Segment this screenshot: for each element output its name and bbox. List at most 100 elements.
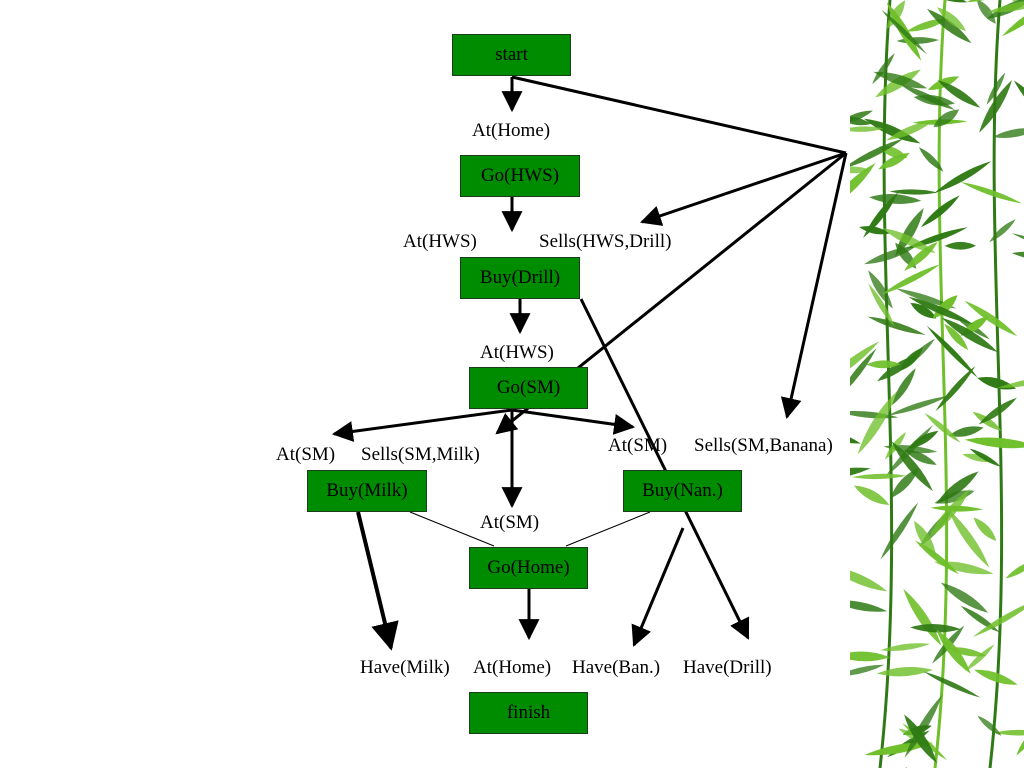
- bamboo-leaf: [876, 667, 933, 677]
- bamboo-decoration: [850, 0, 1024, 768]
- edge-start-to-hub: [511, 75, 847, 155]
- bamboo-leaf: [937, 80, 981, 108]
- edge-buymilk-to-havemilk: [356, 511, 399, 651]
- bamboo-leaf: [918, 147, 944, 172]
- bamboo-leaf: [933, 561, 994, 575]
- bamboo-leaf: [891, 441, 933, 492]
- bamboo-leaf: [976, 0, 996, 24]
- bamboo-leaf: [850, 565, 888, 592]
- bamboo-leaf: [850, 467, 871, 480]
- bamboo-leaf: [923, 671, 981, 698]
- bamboo-leaf: [889, 189, 938, 195]
- label-have-ban: Have(Ban.): [572, 657, 661, 678]
- edge-buydrill-to-havedrill: [579, 298, 750, 640]
- bamboo-leaf: [850, 664, 885, 677]
- bamboo-leaf: [881, 264, 941, 295]
- edge-hub-to-sells-sm-banana: [780, 152, 848, 420]
- bamboo-leaf: [940, 582, 989, 613]
- label-at-sm-1: At(SM): [276, 444, 336, 465]
- bamboo-leaf: [914, 520, 937, 557]
- bamboo-leaf: [969, 448, 1001, 467]
- bamboo-leaf: [904, 714, 937, 764]
- bamboo-leaf: [886, 120, 934, 141]
- bamboo-leaf: [869, 193, 922, 204]
- bamboo-leaf: [853, 485, 890, 505]
- bamboo-leaf: [850, 600, 888, 612]
- bamboo-leaf: [850, 348, 877, 399]
- bamboo-leaf: [880, 643, 931, 651]
- bamboo-leaf: [868, 283, 895, 328]
- node-finish: finish: [469, 692, 588, 734]
- bamboo-leaf: [997, 376, 1024, 388]
- bamboo-leaf: [887, 395, 949, 416]
- label-have-drill: Have(Drill): [683, 657, 772, 678]
- bamboo-leaf: [989, 219, 1016, 243]
- bamboo-leaf: [979, 79, 1013, 133]
- bamboo-leaf: [1014, 80, 1024, 119]
- bamboo-leaf: [941, 317, 998, 353]
- edge-buynan-to-gohome: [565, 511, 651, 547]
- label-at-home-2: At(Home): [473, 657, 552, 678]
- bamboo-leaf: [949, 426, 984, 437]
- bamboo-leaf: [945, 647, 987, 657]
- bamboo-leaf: [904, 241, 938, 271]
- bamboo-leaf: [948, 509, 990, 568]
- bamboo-leaf: [964, 300, 1018, 337]
- bamboo-leaf: [873, 71, 928, 89]
- bamboo-leaf: [930, 505, 983, 512]
- bamboo-leaf: [974, 669, 1018, 685]
- bamboo-leaf: [1005, 559, 1024, 579]
- bamboo-leaf: [973, 517, 997, 542]
- bamboo-leaf: [986, 0, 1024, 13]
- bamboo-leaf: [868, 270, 893, 309]
- label-at-hws-2: At(HWS): [480, 342, 554, 363]
- bamboo-leaf: [904, 694, 943, 758]
- bamboo-leaf: [935, 365, 976, 412]
- bamboo-leaf: [972, 600, 1024, 637]
- bamboo-leaf: [964, 437, 1024, 449]
- bamboo-leaf: [932, 295, 958, 319]
- label-sells-hws-drill: Sells(HWS,Drill): [539, 231, 672, 252]
- bamboo-leaf: [944, 323, 969, 351]
- bamboo-leaf: [934, 161, 992, 193]
- bamboo-leaf: [1016, 721, 1024, 756]
- bamboo-leaf: [977, 715, 1002, 736]
- node-go-hws: Go(HWS): [460, 155, 580, 197]
- bamboo-leaf: [866, 360, 901, 369]
- bamboo-leaf: [910, 624, 961, 633]
- bamboo-leaf: [937, 7, 967, 32]
- bamboo-leaf: [960, 182, 1022, 204]
- bamboo-leaf: [936, 471, 979, 504]
- bamboo-leaf: [864, 742, 934, 756]
- node-go-sm: Go(SM): [469, 367, 588, 409]
- node-buy-nan: Buy(Nan.): [623, 470, 742, 512]
- bamboo-leaf: [850, 341, 880, 386]
- bamboo-leaf: [895, 208, 924, 257]
- label-at-sm-2: At(SM): [608, 435, 668, 456]
- label-sells-sm-banana: Sells(SM,Banana): [694, 435, 833, 456]
- edge-hub-to-sells-hws: [640, 151, 847, 226]
- bamboo-leaf: [850, 116, 872, 126]
- label-at-sm-3: At(SM): [480, 512, 540, 533]
- bamboo-leaf: [924, 413, 961, 443]
- edge-gosm-to-atsm-left: [331, 408, 513, 442]
- bamboo-leaf: [851, 473, 907, 480]
- bamboo-leaf: [908, 296, 974, 325]
- node-go-home: Go(Home): [469, 547, 588, 589]
- label-have-milk: Have(Milk): [360, 657, 450, 678]
- bamboo-leaf: [880, 502, 919, 560]
- bamboo-leaf: [850, 126, 884, 132]
- bamboo-leaf: [895, 288, 957, 309]
- bamboo-leaf: [960, 316, 989, 336]
- node-buy-drill: Buy(Drill): [460, 257, 580, 299]
- bamboo-leaf: [920, 195, 960, 228]
- label-at-home-1: At(Home): [472, 120, 551, 141]
- bamboo-leaf: [850, 166, 872, 174]
- bamboo-leaf: [892, 368, 916, 406]
- bamboo-leaf: [1001, 1, 1024, 37]
- bamboo-leaf: [944, 241, 976, 250]
- bamboo-leaf: [913, 94, 955, 106]
- label-sells-sm-milk: Sells(SM,Milk): [361, 444, 480, 465]
- label-at-hws-1: At(HWS): [403, 231, 477, 252]
